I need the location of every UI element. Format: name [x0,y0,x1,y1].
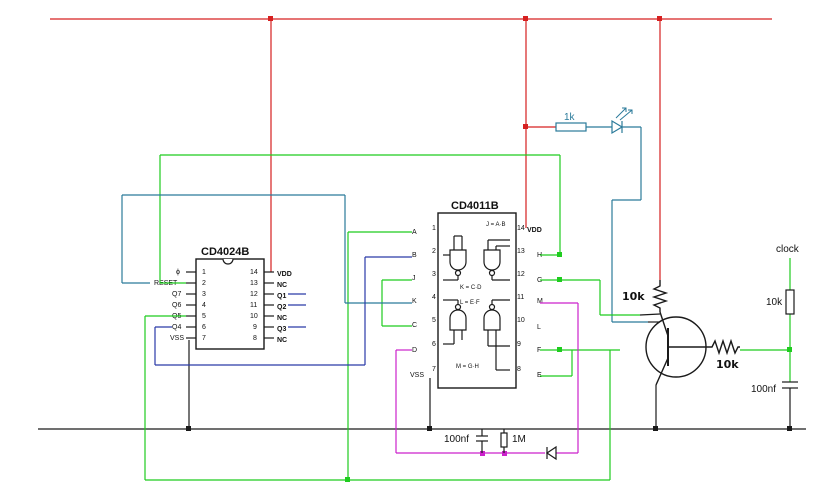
chip-right-pin-label: J [412,275,416,282]
chip-left-pin-label: Q3 [277,326,286,333]
chip-right-pin-num: 1 [432,225,436,232]
chip-left-pin-num: 7 [202,335,206,342]
chip-left-pin-num: 10 [250,313,258,320]
clock-resistor: 10k [766,289,795,315]
transistor-icon [639,311,707,386]
nand-gates [443,235,510,371]
chip-right-pin-label: VSS [410,372,424,379]
chip-left-pin-num: 2 [202,280,206,287]
chip-left-pin-label: Q6 [172,302,181,309]
chip-right-pin-num: 11 [517,294,524,301]
chip-right-pin-num: 2 [432,248,436,255]
clock-capacitor-label: 100nf [751,384,776,395]
chip-left-pin-num: 11 [250,302,257,309]
chip-left-pin-num: 1 [202,269,206,276]
chip-right-pin-num: 5 [432,317,436,324]
ground-rail [38,340,806,431]
equation-k: K = C·D [460,285,482,291]
chip-left-pin-num: 6 [202,324,206,331]
led-icon [611,107,633,135]
chip-right-pin-label: K [412,298,417,305]
base-resistor-label: 10k [716,358,739,371]
chip-right-pin-num: 10 [517,317,525,324]
chip-right-pin-num: 8 [517,366,521,373]
equation-m: M = G·H [456,364,479,370]
collector-resistor-label: 10k [622,290,645,303]
chip-cd4024b: CD4024B 1 2 3 4 5 6 7 ϕ RESET Q7 Q6 Q5 Q… [154,246,306,350]
chip-right-pin-num: 4 [432,294,436,301]
chip-left-pin-label: Q4 [172,324,181,331]
chip-right-pin-label: M [537,298,543,305]
chip-right-pin-num: 3 [432,271,436,278]
timing-resistor-label: 1M [512,434,526,445]
chip-cd4011b: CD4011B 1 2 3 4 5 6 7 A B J K C D VSS 14… [410,200,543,389]
chip-right-pin-num: 9 [517,341,521,348]
chip-right-pin-label: G [537,277,542,284]
chip-right-pin-num: 13 [517,248,525,255]
led-resistor [555,122,587,132]
clock-resistor-label: 10k [766,297,783,308]
chip-right-pin-num: 14 [517,225,525,232]
chip-right-pin-label: L [537,324,541,331]
magenta-wires [395,302,579,456]
chip-right-pin-label: H [537,252,542,259]
clock-capacitor: 100nf [751,381,798,395]
chip-right-left-pins: 1 2 3 4 5 6 7 A B J K C D VSS [410,225,436,379]
green-wires [144,154,792,482]
chip-left-pin-num: 12 [250,291,258,298]
led-branch: 1k [555,107,648,323]
chip-right-pin-label: D [412,347,417,354]
chip-right-pin-label: C [412,322,417,329]
chip-left-pin-num: 8 [253,335,257,342]
chip-right-pin-label: A [412,229,417,236]
chip-left-pin-num: 13 [250,280,258,287]
timing-capacitor: 100nf [444,429,488,453]
chip-left-pin-label: Q7 [172,291,181,298]
chip-right-pin-label: E [537,372,542,379]
chip-right-pin-label: VDD [527,227,542,234]
timing-capacitor-label: 100nf [444,434,469,445]
chip-left-pin-label: NC [277,282,287,289]
blue-wires [121,194,412,366]
chip-right-pin-num: 12 [517,271,525,278]
base-resistor: 10k [706,338,740,371]
clock-label: clock [776,244,800,255]
diode-icon [545,445,557,461]
chip-right-title: CD4011B [451,200,499,212]
equation-j: J = A·B [486,222,506,228]
chip-left-pin-label: Q1 [277,293,286,300]
chip-right-pin-num: 6 [432,341,436,348]
timing-resistor: 1M [500,429,526,453]
chip-left-pin-label: NC [277,315,287,322]
chip-right-pin-num: 7 [432,366,436,373]
chip-right-pin-label: B [412,252,417,259]
chip-left-pin-num: 9 [253,324,257,331]
collector-resistor: 10k [622,280,669,312]
chip-right-right-pins: 14 13 12 11 10 9 8 VDD H G M L F E [517,225,543,379]
equation-l: L = E·F [460,300,480,306]
led-resistor-label: 1k [564,112,576,123]
chip-left-pin-label: ϕ [176,269,180,276]
chip-left-pin-label: VDD [277,271,292,278]
power-rail [50,16,772,280]
chip-left-pin-label: Q2 [277,304,286,311]
chip-left-pin-num: 4 [202,302,206,309]
chip-left-pin-label: VSS [170,335,184,342]
chip-left-pin-num: 3 [202,291,206,298]
chip-left-pin-num: 5 [202,313,206,320]
chip-right-pin-label: F [537,347,541,354]
chip-left-pin-label: NC [277,337,287,344]
chip-left-title: CD4024B [201,246,249,258]
chip-left-right-pins: 14 13 12 11 10 9 8 VDD NC Q1 Q2 NC Q3 NC [250,269,292,344]
chip-left-pin-num: 14 [250,269,258,276]
